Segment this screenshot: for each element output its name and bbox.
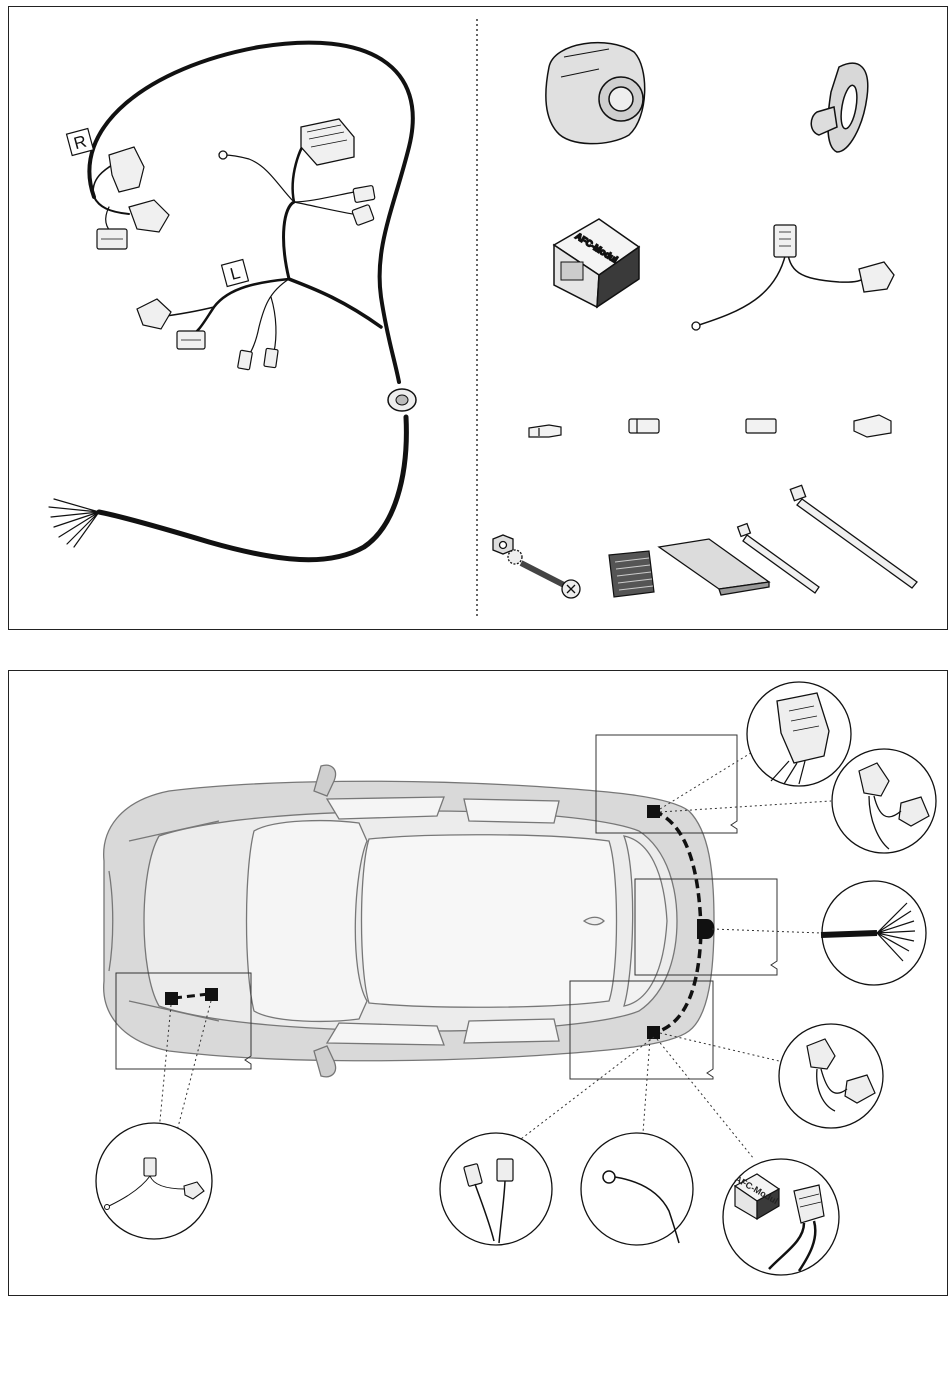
velcro-pad-icon <box>609 551 654 597</box>
installation-panel: AFC-Modul <box>8 670 948 1296</box>
detail-circle-connector-2 <box>832 749 936 853</box>
cable-grommet <box>388 389 416 411</box>
connector-small-2 <box>352 204 374 225</box>
car-top-view <box>104 765 714 1077</box>
nut-bolt-icon <box>493 535 580 598</box>
connector-right-1 <box>109 147 144 192</box>
detail-circle-cable-end <box>821 881 926 985</box>
main-wiring-harness <box>49 43 413 560</box>
detail-circle-afc-module: AFC-Modul <box>723 1159 839 1275</box>
kit-contents-drawing: R L AFC-Modul <box>9 7 949 631</box>
connector-right-3 <box>97 229 127 249</box>
connector-main-plug <box>301 119 354 165</box>
socket-gasket-icon <box>811 63 868 152</box>
connector-housing-icon-3 <box>854 415 891 437</box>
node-right-rear <box>647 805 660 818</box>
tag-left: L <box>222 260 249 287</box>
connector-housing-icon <box>629 419 659 433</box>
detail-circle-front <box>96 1123 212 1239</box>
trailer-socket-icon <box>546 43 645 144</box>
adapter-cable-icon <box>692 225 894 330</box>
connector-right-2 <box>129 200 169 232</box>
kit-contents-panel: R L AFC-Modul <box>8 6 948 630</box>
detail-circle-ground <box>581 1133 693 1245</box>
ring-terminal-icon <box>219 151 227 159</box>
cable-tie-icon-long <box>790 485 917 588</box>
flat-terminal-icon <box>529 425 561 437</box>
connector-left-3 <box>238 348 279 370</box>
node-front-2 <box>205 988 218 1001</box>
detail-circle-small-connectors <box>440 1133 552 1245</box>
detail-circle-connector-3 <box>779 1024 883 1128</box>
connector-housing-icon-2 <box>746 419 776 433</box>
connector-left-2 <box>177 331 205 349</box>
socket-node <box>697 919 715 939</box>
node-front-1 <box>165 992 178 1005</box>
tag-right: R <box>67 129 94 156</box>
installation-drawing: AFC-Modul <box>9 671 949 1297</box>
connector-left-1 <box>137 299 171 329</box>
detail-circle-connector-1 <box>747 682 851 786</box>
afc-module-icon: AFC-Modul <box>554 219 639 307</box>
connector-small-1 <box>353 185 375 202</box>
